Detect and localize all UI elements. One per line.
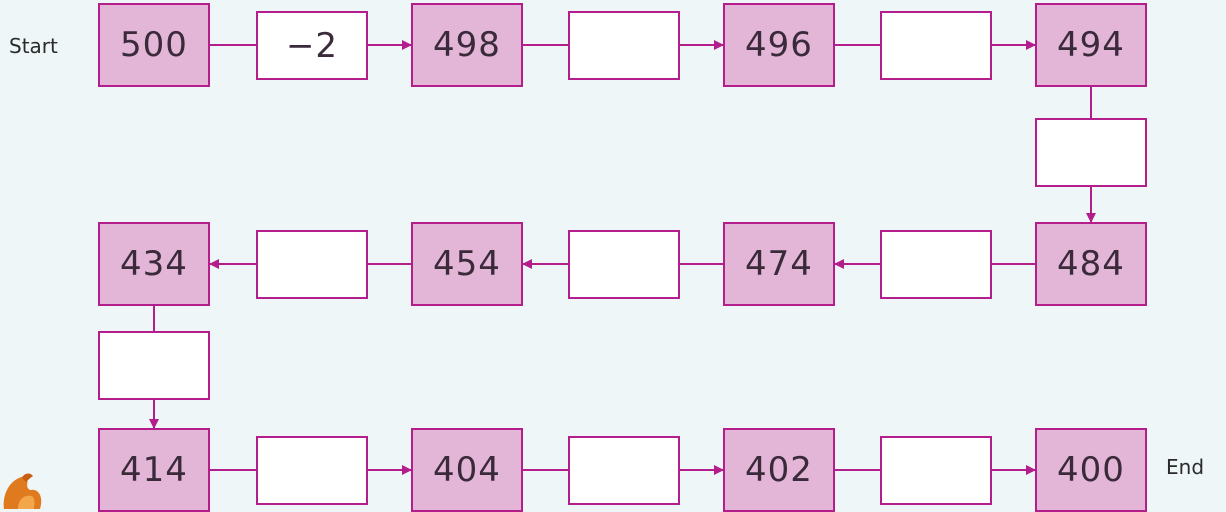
number-box-r2-1: 434: [98, 222, 210, 306]
operation-box-r2-2[interactable]: [568, 230, 680, 299]
number-box-r2-3: 474: [723, 222, 835, 306]
operation-box-left-vertical[interactable]: [98, 331, 210, 400]
end-label: End: [1166, 455, 1205, 479]
operation-box-r1-1[interactable]: −2: [256, 11, 368, 80]
operation-box-r1-3[interactable]: [880, 11, 992, 80]
start-label: Start: [9, 34, 58, 58]
operation-box-r2-3[interactable]: [880, 230, 992, 299]
number-box-r2-4: 484: [1035, 222, 1147, 306]
operation-box-r2-1[interactable]: [256, 230, 368, 299]
number-box-r2-2: 454: [411, 222, 523, 306]
number-box-r3-2: 404: [411, 428, 523, 512]
number-box-r3-3: 402: [723, 428, 835, 512]
number-box-r1-2: 498: [411, 3, 523, 87]
operation-box-r1-2[interactable]: [568, 11, 680, 80]
number-box-r1-4: 494: [1035, 3, 1147, 87]
squirrel-icon: [3, 473, 42, 509]
operation-box-r3-2[interactable]: [568, 436, 680, 505]
number-box-r1-3: 496: [723, 3, 835, 87]
operation-box-r3-3[interactable]: [880, 436, 992, 505]
operation-box-r3-1[interactable]: [256, 436, 368, 505]
operation-box-right-vertical[interactable]: [1035, 118, 1147, 187]
number-box-r3-1: 414: [98, 428, 210, 512]
number-box-r3-4: 400: [1035, 428, 1147, 512]
number-box-r1-1: 500: [98, 3, 210, 87]
